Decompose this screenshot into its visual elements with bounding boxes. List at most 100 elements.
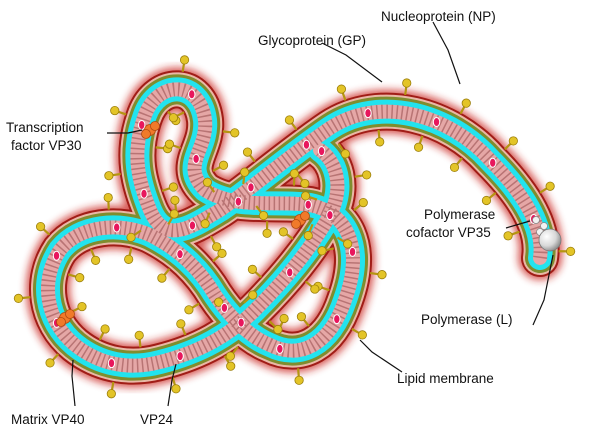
label-vp30-line1: Transcription [6,120,84,135]
polymerase-l-sphere [539,229,561,251]
spike-head [104,193,112,201]
spike-head [280,314,288,322]
spike-head [177,320,185,328]
spike-head [301,179,309,187]
spike-head [243,148,251,156]
spike-head [180,56,188,64]
spike-head [91,256,99,264]
spike-head [201,220,209,228]
vp30-blob [151,122,160,131]
spike-head [218,249,226,257]
spike-head [101,325,109,333]
spike-head [462,99,470,107]
spike-head [301,192,309,200]
vp24-dot [221,303,227,312]
vp24-dot [193,154,199,163]
vp24-dot [53,251,59,260]
spike-head [78,302,86,310]
vp24-dot [235,197,241,206]
vp24-dot [177,352,183,361]
vp24-dot [334,315,340,324]
spike-head [509,137,517,145]
spike-head [259,211,267,219]
spike-head [158,274,166,282]
spike-head [36,222,44,230]
spike-head [170,210,178,218]
spike-head [546,182,554,190]
label-nucleoprotein: Nucleoprotein (NP) [381,9,496,24]
label-matrix: Matrix VP40 [11,412,85,427]
spike-head [403,79,411,87]
vp24-dot [327,211,333,220]
vp24-dot [141,189,147,198]
vp24-dot [108,359,114,368]
spike-head [231,129,239,137]
spike-head [172,385,180,393]
vp30-blob [292,220,301,229]
spike-head [165,140,173,148]
spike-head [318,247,326,255]
spike-head [341,150,349,158]
spike-head [297,312,305,320]
vp24-dot [114,223,120,232]
label-vp30-line2: factor VP30 [11,138,82,153]
spike-head [14,294,22,302]
label-polymerase: Polymerase (L) [421,312,513,327]
spike-head [311,285,319,293]
vp24-dot [365,109,371,118]
spike-head [566,247,574,255]
vp24-dot [490,158,496,167]
spike-head [376,138,384,146]
label-glycoprotein: Glycoprotein (GP) [258,33,366,48]
spike-head [358,331,366,339]
label-vp35-line2: cofactor VP35 [406,225,491,240]
vp24-dot [305,200,311,209]
spike-head [124,255,132,263]
vp24-dot [349,247,355,256]
spike-head [414,143,422,151]
vp24-dot [189,90,195,99]
spike-head [169,183,177,191]
vp24-dot [318,147,324,156]
spike-head [337,85,345,93]
spike-head [274,325,282,333]
spike-head [359,198,367,206]
spike-head [362,171,370,179]
label-vp35-line1: Polymerase [424,207,495,222]
spike-head [304,231,312,239]
spike-head [127,233,135,241]
spike-head [290,169,298,177]
spike-head [227,362,235,370]
spike-head [248,265,256,273]
spike-head [295,376,303,384]
spike-head [450,163,458,171]
spike-head [111,106,119,114]
spike-head [76,273,84,281]
vp24-dot [303,140,309,149]
spike-head [185,306,193,314]
spike-head [263,229,271,237]
vp30-blob [57,318,66,327]
spike-head [171,196,179,204]
spike-head [105,171,113,179]
vp35-sphere [533,217,540,224]
label-vp24: VP24 [140,412,174,427]
vp24-dot [248,183,254,192]
vp24-dot [139,120,145,129]
spike-head [285,116,293,124]
leader-glycoprotein [322,43,382,82]
spike-head [203,178,211,186]
spike-head [135,331,143,339]
spike-head [107,390,115,398]
spike-head [482,196,490,204]
spike-head [249,291,257,299]
spike-head [169,113,177,121]
spike-head [378,270,386,278]
vp24-dot [238,318,244,327]
spike-head [343,240,351,248]
label-lipid-membrane: Lipid membrane [397,371,494,386]
vp24-dot [189,221,195,230]
vp24-dot [433,118,439,127]
spike-head [240,168,248,176]
